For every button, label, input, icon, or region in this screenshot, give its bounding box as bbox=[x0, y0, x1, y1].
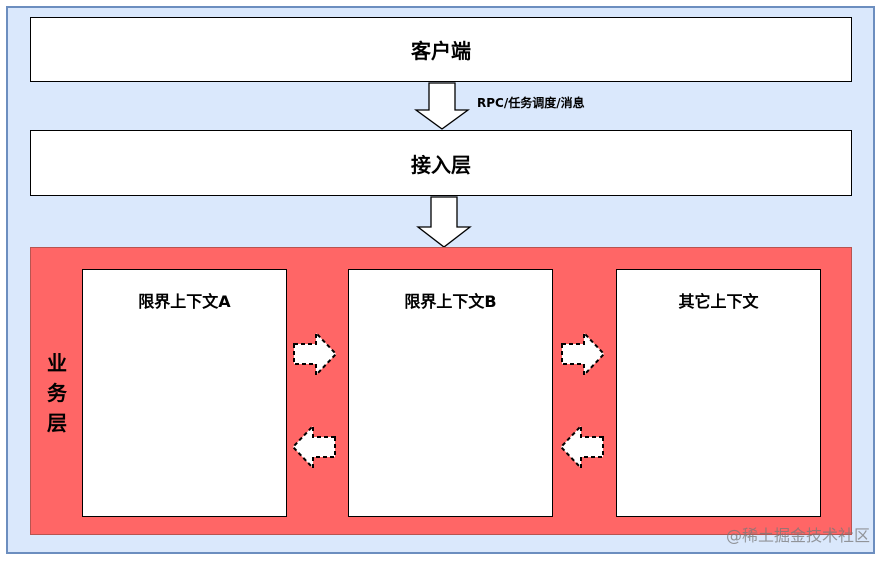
connection-label: RPC/任务调度/消息 bbox=[477, 96, 585, 110]
context-a-label: 限界上下文A bbox=[138, 292, 231, 311]
context-b-label: 限界上下文B bbox=[404, 292, 497, 311]
context-other-box: 其它上下文 bbox=[616, 269, 821, 517]
arrow-b-to-other bbox=[561, 331, 606, 377]
client-layer-box: 客户端 bbox=[30, 17, 852, 82]
watermark: @稀土掘金技术社区 bbox=[725, 526, 870, 545]
access-layer-label: 接入层 bbox=[411, 152, 471, 177]
access-layer-box: 接入层 bbox=[30, 130, 852, 196]
arrow-other-to-b bbox=[559, 424, 604, 470]
arrow-b-to-a bbox=[291, 424, 336, 470]
context-b-box: 限界上下文B bbox=[348, 269, 553, 517]
context-other-label: 其它上下文 bbox=[678, 292, 759, 311]
arrow-a-to-b bbox=[293, 331, 338, 377]
context-a-box: 限界上下文A bbox=[82, 269, 287, 517]
client-to-access-arrow bbox=[414, 82, 470, 130]
access-to-business-arrow bbox=[416, 196, 472, 248]
business-layer-label: 业务层 bbox=[47, 351, 67, 435]
client-layer-label: 客户端 bbox=[411, 39, 471, 63]
